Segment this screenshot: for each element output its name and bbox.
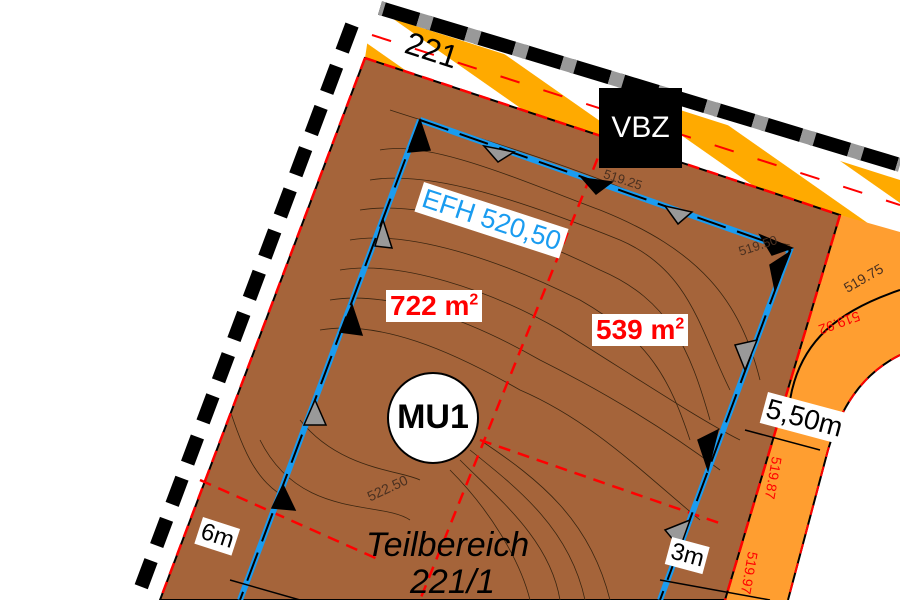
area-label-left: 722 m2: [386, 290, 483, 322]
area-left-value: 722 m: [390, 290, 470, 321]
area-label-right: 539 m2: [592, 314, 689, 346]
subarea-label: Teilbereich: [366, 526, 530, 564]
mu1-zone-label: MU1: [397, 398, 469, 436]
area-left-unit-sup: 2: [469, 291, 479, 309]
area-right-value: 539 m: [596, 314, 676, 345]
triangle-markers: [270, 117, 795, 550]
area-right-unit-sup: 2: [675, 315, 685, 333]
mu1-circle: [387, 372, 479, 464]
site-boundary-dashed: [133, 22, 359, 593]
dimension-lines: [229, 429, 821, 600]
subarea-number: 221/1: [410, 563, 496, 600]
vbz-zone-label: VBZ: [599, 88, 682, 168]
